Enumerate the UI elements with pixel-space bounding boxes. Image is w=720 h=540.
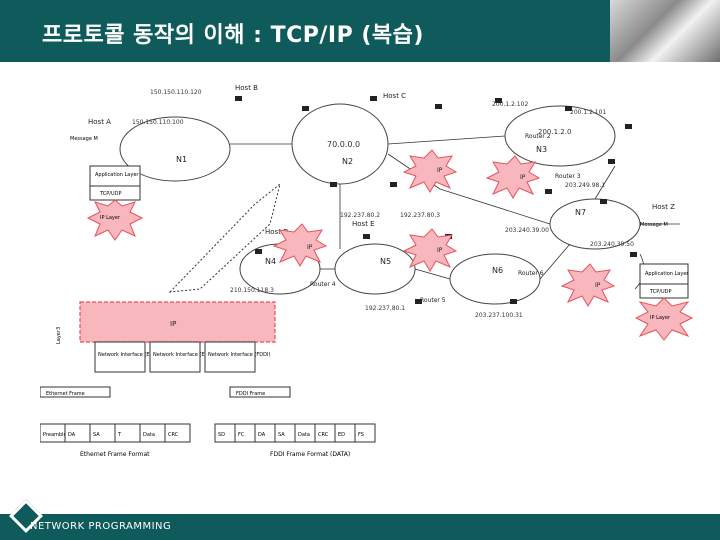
- frame-field-label: SD: [218, 432, 225, 438]
- address-label: 150.150.110.100: [132, 119, 184, 126]
- title-bar: 프로토콜 동작의 이해 : TCP/IP (복습): [0, 0, 720, 62]
- ip-label: IP: [307, 244, 313, 251]
- footer-bar: NETWORK PROGRAMMING: [0, 499, 720, 540]
- network-label-n5: N5: [380, 257, 391, 266]
- svg-text:FDDI Frame: FDDI Frame: [236, 391, 265, 397]
- svg-text:Network Interface (Ethernet): Network Interface (Ethernet): [153, 352, 225, 358]
- address-label: 203.249.98.1: [565, 182, 605, 189]
- ip-label: IP: [595, 282, 601, 289]
- frame-field-label: DA: [68, 432, 76, 438]
- router-label-5: Router 5: [420, 297, 446, 304]
- frame-field-label: T: [117, 432, 122, 438]
- svg-text:IP: IP: [170, 320, 176, 328]
- network-label-n4: N4: [265, 257, 276, 266]
- svg-text:Application Layer: Application Layer: [645, 271, 689, 277]
- encapsulation-arrow: [168, 182, 281, 293]
- svg-text:TCP/UDP: TCP/UDP: [649, 289, 671, 295]
- svg-text:Network Interface (FDDI): Network Interface (FDDI): [208, 352, 270, 358]
- svg-text:Layer3: Layer3: [56, 327, 62, 344]
- router-label-6: Router 6: [518, 270, 544, 277]
- fddi-frame-format: FDDI Frame SD FC DA SA Data CRC ED FS FDDI Fram…: [214, 386, 376, 458]
- frame-field-label: Data: [143, 432, 155, 438]
- network-cloud-n5: [334, 243, 416, 295]
- host-label-d: Host D: [265, 228, 289, 236]
- address-label: 192.237.80.3: [400, 212, 440, 219]
- tcpip-network-diagram: N1 N2 N3 N4 N5 N6 N7 Host A Host B Host …: [40, 84, 694, 458]
- network-label-n3: N3: [536, 145, 547, 154]
- svg-text:FDDI Frame Format (DATA): FDDI Frame Format (DATA): [270, 451, 350, 458]
- host-label-c: Host C: [383, 92, 406, 100]
- address-label: 200.1.2.102: [492, 101, 528, 108]
- svg-text:Ethernet Frame Format: Ethernet Frame Format: [80, 451, 150, 458]
- address-label: 200.1.2.101: [570, 109, 606, 116]
- router-label-3: Router 3: [555, 173, 581, 180]
- svg-text:IP Layer: IP Layer: [100, 215, 121, 221]
- header-decoration-image: [610, 0, 720, 62]
- highlight-burst: [86, 199, 144, 241]
- ip-label: IP: [437, 247, 443, 254]
- router-ip-highlights: [272, 149, 616, 307]
- address-label: 70.0.0.0: [327, 140, 360, 149]
- frame-field-label: SA: [93, 432, 100, 438]
- router-label-2: Router 2: [525, 133, 551, 140]
- svg-text:Message M: Message M: [70, 136, 98, 142]
- network-label-n7: N7: [575, 208, 586, 217]
- frame-field-label: SA: [278, 432, 285, 438]
- svg-text:IP Layer: IP Layer: [650, 315, 671, 321]
- frame-field-cell: [354, 423, 376, 443]
- svg-text:Message M: Message M: [640, 222, 668, 228]
- network-label-n6: N6: [492, 266, 503, 275]
- frame-field-label: DA: [258, 432, 266, 438]
- address-label: 203.240.39.50: [590, 241, 634, 248]
- svg-text:TCP/UDP: TCP/UDP: [99, 191, 121, 197]
- protocol-stack-host-a: Application Layer TCP/UDP IP Layer Messa…: [70, 136, 144, 241]
- router-protocol-stack: IP Network Interface (Ethernet) Network …: [56, 301, 276, 373]
- frame-field-label: Data: [298, 432, 310, 438]
- address-label: 203.240.39.00: [505, 227, 549, 234]
- frame-field-label: ED: [338, 432, 345, 438]
- ip-label: IP: [437, 167, 443, 174]
- address-label: 150.150.110.120: [150, 89, 202, 96]
- network-label-n1: N1: [176, 155, 187, 164]
- computer-icons: [235, 96, 637, 304]
- frame-field-label: CRC: [168, 432, 179, 438]
- network-links: [230, 135, 680, 290]
- svg-text:Network Interface (Ethernet): Network Interface (Ethernet): [98, 352, 170, 358]
- frame-field-label: CRC: [318, 432, 329, 438]
- host-label-a: Host A: [88, 118, 111, 126]
- frame-field-label: FS: [358, 432, 364, 438]
- footer-label: NETWORK PROGRAMMING: [30, 521, 172, 532]
- protocol-stack-host-z: Application Layer TCP/UDP IP Layer Messa…: [634, 222, 694, 341]
- frame-field-cell: [164, 423, 191, 443]
- address-label: 200.1.2.0: [538, 128, 571, 136]
- host-label-e: Host E: [352, 220, 375, 228]
- svg-text:Application Layer: Application Layer: [95, 172, 139, 178]
- frame-field-label: Preamble: [43, 432, 67, 438]
- svg-text:Ethernet Frame: Ethernet Frame: [46, 391, 85, 397]
- slide-title: 프로토콜 동작의 이해 : TCP/IP (복습): [42, 23, 424, 48]
- network-cloud-n1: [119, 116, 231, 182]
- highlight-burst: [634, 297, 694, 341]
- host-label-z: Host Z: [652, 203, 675, 211]
- ip-label: IP: [520, 174, 526, 181]
- host-label-b: Host B: [235, 84, 258, 92]
- network-label-n2: N2: [342, 157, 353, 166]
- router-label-4: Router 4: [310, 281, 336, 288]
- address-label: 192.237.80.1: [365, 305, 405, 312]
- address-label: 203.237.100.31: [475, 312, 523, 319]
- address-label: 210.150.118.3: [230, 287, 274, 294]
- frame-field-label: FC: [238, 432, 245, 438]
- network-cloud-n6: [449, 253, 541, 305]
- address-label: 192.237.80.2: [340, 212, 380, 219]
